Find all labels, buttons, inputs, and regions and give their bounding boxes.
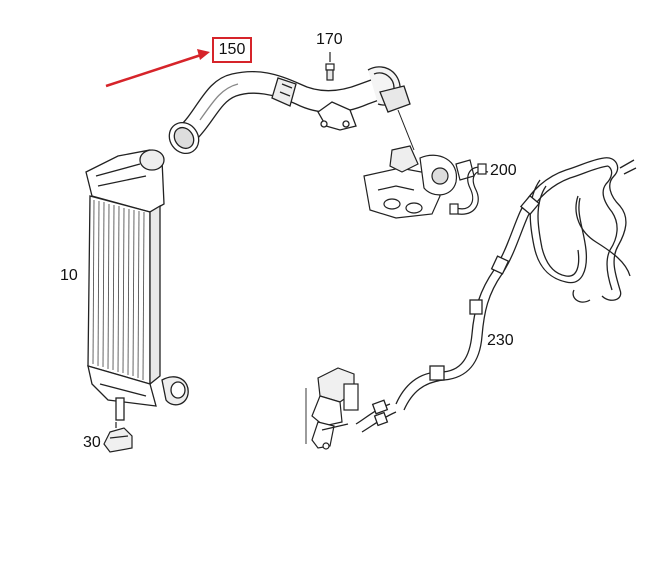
callout-230[interactable]: 230 xyxy=(487,332,514,349)
leader-line xyxy=(397,109,415,151)
callout-10[interactable]: 10 xyxy=(60,267,78,284)
callout-200[interactable]: 200 xyxy=(490,162,517,179)
turbocharger-assembly[interactable] xyxy=(363,145,475,219)
charge-air-hose[interactable] xyxy=(163,66,411,159)
coolant-line[interactable] xyxy=(355,157,637,433)
bolt[interactable] xyxy=(325,52,335,81)
highlight-arrow xyxy=(105,49,210,88)
callout-170[interactable]: 170 xyxy=(316,31,343,48)
small-line[interactable] xyxy=(449,163,489,215)
valve-assembly[interactable] xyxy=(305,367,359,450)
charge-air-cooler[interactable] xyxy=(85,149,189,421)
callout-150[interactable]: 150 xyxy=(212,37,252,63)
callout-30[interactable]: 30 xyxy=(83,434,101,451)
rubber-mount[interactable] xyxy=(103,422,133,453)
